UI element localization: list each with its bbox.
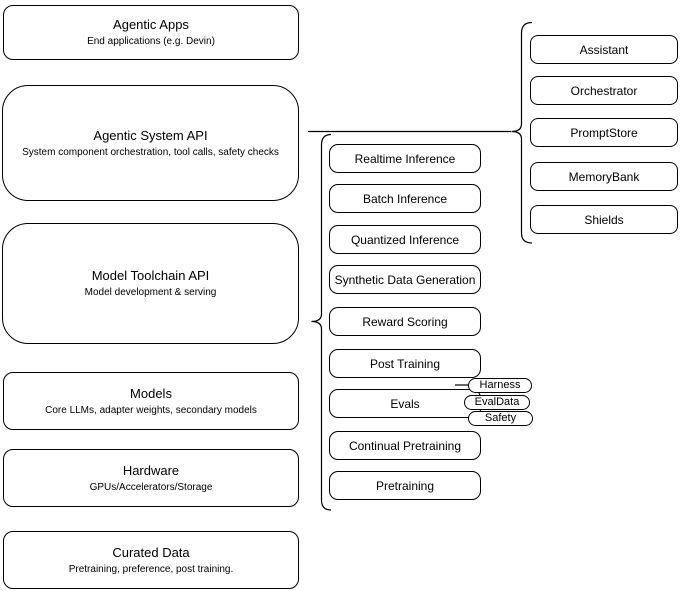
node-batch-inference: Batch Inference — [329, 184, 481, 213]
node-title: Models — [130, 385, 172, 401]
node-title: Hardware — [122, 462, 180, 478]
node-subtitle: Model development & serving — [84, 287, 217, 298]
node-orchestrator: Orchestrator — [530, 76, 678, 105]
node-reward-scoring: Reward Scoring — [329, 307, 481, 336]
node-subtitle: GPUs/Accelerators/Storage — [89, 481, 213, 493]
node-model-toolchain-api: Model Toolchain API Model development & … — [2, 223, 299, 344]
pill-safety: Safety — [468, 411, 533, 426]
node-synthetic-data-generation: Synthetic Data Generation — [329, 265, 481, 294]
node-agentic-system-api: Agentic System API System component orch… — [2, 85, 299, 201]
node-title: Curated Data — [112, 544, 190, 560]
node-subtitle: End applications (e.g. Devin) — [87, 36, 215, 47]
pill-evaldata: EvalData — [464, 395, 530, 410]
node-memorybank: MemoryBank — [530, 162, 678, 191]
node-subtitle: Core LLMs, adapter weights, secondary mo… — [45, 404, 257, 416]
node-agentic-apps: Agentic Apps End applications (e.g. Devi… — [3, 5, 299, 60]
node-hardware: Hardware GPUs/Accelerators/Storage — [3, 449, 299, 507]
node-post-training: Post Training — [329, 349, 481, 378]
node-quantized-inference: Quantized Inference — [329, 225, 481, 254]
node-title: Agentic Apps — [113, 17, 189, 32]
node-pretraining: Pretraining — [329, 471, 481, 500]
node-title: Model Toolchain API — [91, 268, 210, 283]
node-subtitle: System component orchestration, tool cal… — [22, 146, 279, 158]
node-evals: Evals — [329, 389, 481, 418]
node-subtitle: Pretraining, preference, post training. — [68, 563, 234, 575]
node-realtime-inference: Realtime Inference — [329, 144, 481, 173]
node-curated-data: Curated Data Pretraining, preference, po… — [3, 531, 299, 589]
node-shields: Shields — [530, 205, 678, 234]
node-title: Agentic System API — [93, 127, 208, 143]
node-continual-pretraining: Continual Pretraining — [329, 431, 481, 460]
node-promptstore: PromptStore — [530, 118, 678, 147]
node-models: Models Core LLMs, adapter weights, secon… — [3, 372, 299, 430]
pill-harness: Harness — [468, 378, 532, 393]
brace-agent-components — [511, 21, 533, 244]
node-assistant: Assistant — [530, 35, 678, 64]
brace-toolchain-components — [311, 133, 332, 511]
